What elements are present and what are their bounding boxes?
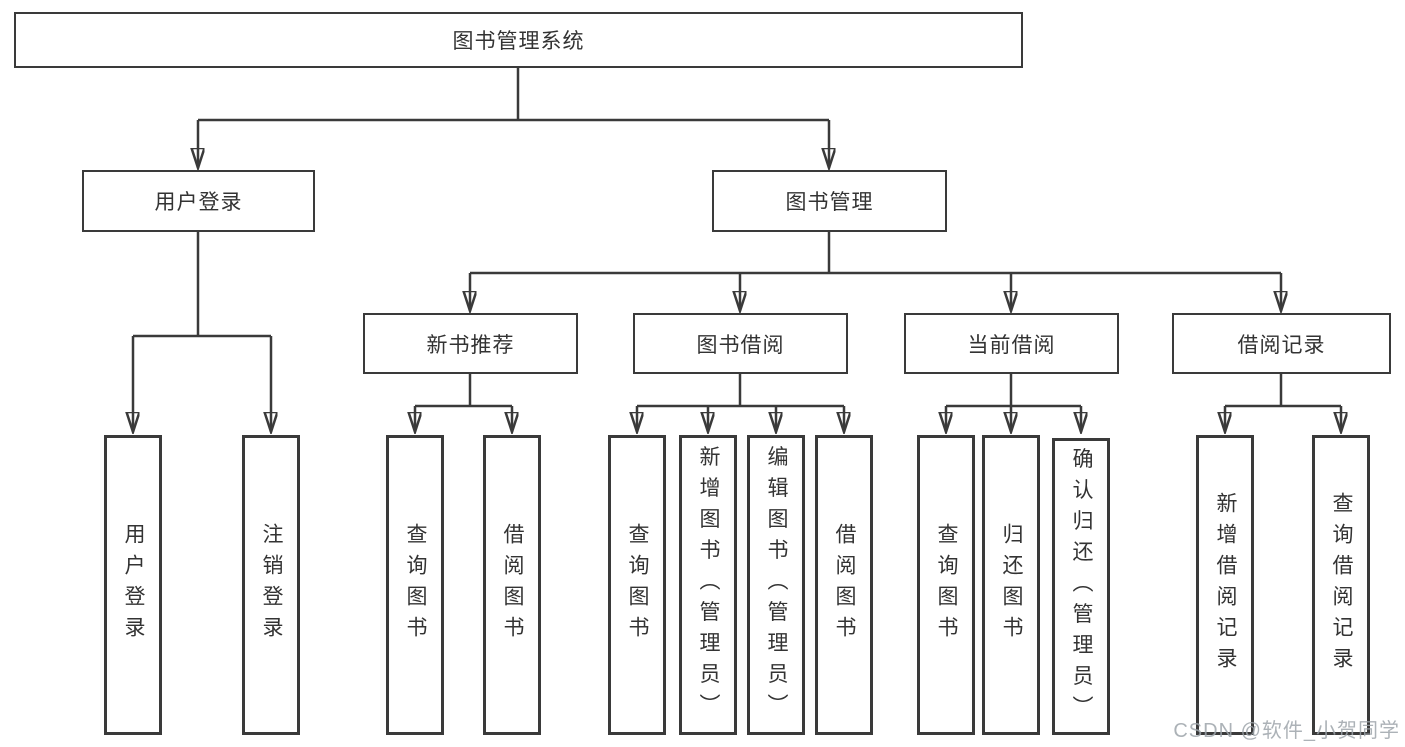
connector-records-split <box>1225 373 1341 408</box>
node-book-borrowing: 图书借阅 <box>633 313 848 374</box>
leaf-records-add-record-label: 新增借阅记录 <box>1214 492 1237 678</box>
leaf-borrowing-borrow-books: 借阅图书 <box>815 435 873 735</box>
leaf-current-confirm-return-admin: 确认归还（管理员） <box>1052 438 1110 735</box>
leaf-user-login-label: 用户登录 <box>122 523 145 647</box>
leaf-borrowing-add-books-admin: 新增图书（管理员） <box>679 435 737 735</box>
node-current-borrowing: 当前借阅 <box>904 313 1119 374</box>
leaf-newbook-borrow-books-label: 借阅图书 <box>501 523 524 647</box>
node-user-login: 用户登录 <box>82 170 315 232</box>
leaf-borrowing-query-books: 查询图书 <box>608 435 666 735</box>
watermark-text: CSDN @软件_小贺同学 <box>1173 720 1400 742</box>
leaf-current-return-books-label: 归还图书 <box>1000 523 1023 647</box>
connector-new-book-split <box>415 373 512 408</box>
leaf-current-query-books-label: 查询图书 <box>935 523 958 647</box>
leaf-newbook-borrow-books: 借阅图书 <box>483 435 541 735</box>
connector-current-split <box>946 373 1081 408</box>
node-root: 图书管理系统 <box>14 12 1023 68</box>
connector-borrowing-split <box>637 373 844 408</box>
leaf-newbook-query-books: 查询图书 <box>386 435 444 735</box>
leaf-borrowing-edit-books-admin-label: 编辑图书（管理员） <box>765 445 788 725</box>
leaf-logout-label: 注销登录 <box>260 523 283 647</box>
leaf-records-query-record: 查询借阅记录 <box>1312 435 1370 735</box>
leaf-borrowing-add-books-admin-label: 新增图书（管理员） <box>697 445 720 725</box>
leaf-borrowing-edit-books-admin: 编辑图书（管理员） <box>747 435 805 735</box>
connector-book-management-split <box>470 232 1281 275</box>
leaf-logout: 注销登录 <box>242 435 300 735</box>
leaf-current-confirm-return-admin-label: 确认归还（管理员） <box>1070 447 1093 726</box>
leaf-borrowing-borrow-books-label: 借阅图书 <box>833 523 856 647</box>
leaf-newbook-query-books-label: 查询图书 <box>404 523 427 647</box>
connector-root-split <box>198 68 829 122</box>
node-borrow-records: 借阅记录 <box>1172 313 1391 374</box>
leaf-borrowing-query-books-label: 查询图书 <box>626 523 649 647</box>
leaf-records-query-record-label: 查询借阅记录 <box>1330 492 1353 678</box>
leaf-current-return-books: 归还图书 <box>982 435 1040 735</box>
node-new-book-recommend: 新书推荐 <box>363 313 578 374</box>
leaf-records-add-record: 新增借阅记录 <box>1196 435 1254 735</box>
leaf-user-login: 用户登录 <box>104 435 162 735</box>
leaf-current-query-books: 查询图书 <box>917 435 975 735</box>
node-book-management: 图书管理 <box>712 170 947 232</box>
connector-user-login-split <box>133 232 271 338</box>
